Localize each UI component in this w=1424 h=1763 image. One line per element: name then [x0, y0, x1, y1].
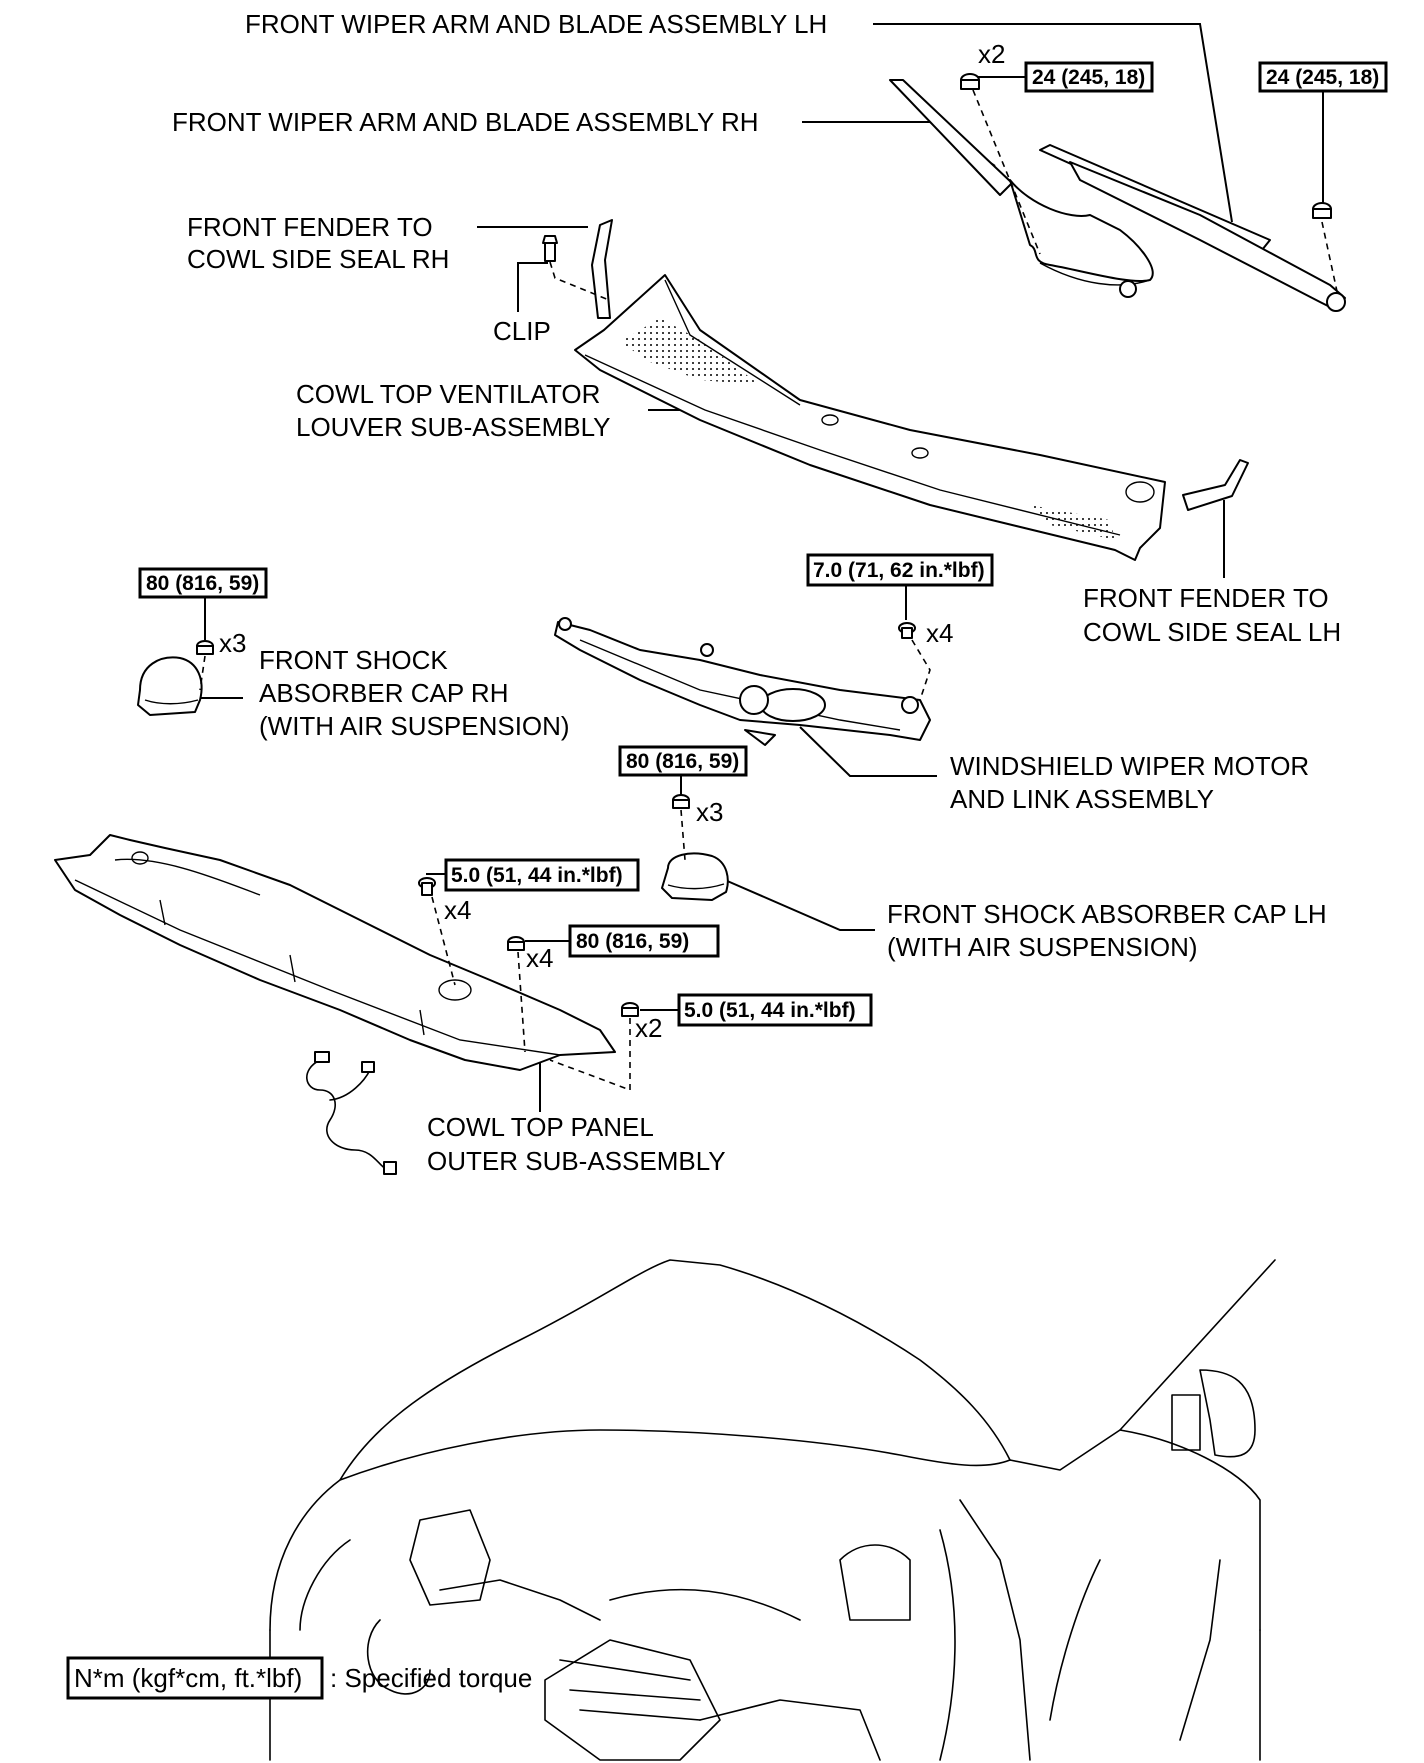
nut-shock-rh — [196, 640, 214, 655]
torque-value-wiper-motor: 7.0 (71, 62 in.*lbf) — [813, 559, 985, 582]
legend-unit: N*m (kgf*cm, ft.*lbf) — [74, 1663, 302, 1693]
label-shock-rh-line3: (WITH AIR SUSPENSION) — [259, 711, 570, 741]
torque-value-shock-lh: 80 (816, 59) — [626, 750, 739, 773]
torque-box-wiper-nut-a: 24 (245, 18) — [1024, 61, 1154, 93]
nut-wiper-b — [1312, 202, 1332, 219]
label-louver-line1: COWL TOP VENTILATOR — [296, 379, 600, 409]
label-shock-lh-line2: (WITH AIR SUSPENSION) — [887, 932, 1198, 962]
wire-harness-drawing — [306, 1051, 397, 1175]
cowl-panel-drawing — [54, 834, 616, 1071]
label-shock-rh-line2: ABSORBER CAP RH — [259, 678, 508, 708]
nut-cowl-5 — [621, 1002, 639, 1017]
qty-wiper-nut: x2 — [978, 39, 1005, 69]
wiper-arm-rh-drawing — [889, 79, 1154, 298]
torque-box-cowl-nut-80: 80 (816, 59) — [568, 924, 720, 958]
torque-value-wiper-nut-b: 24 (245, 18) — [1266, 66, 1379, 89]
dash-clip — [549, 261, 610, 301]
leader-wiper-motor — [799, 726, 937, 777]
label-fender-seal-lh-line1: FRONT FENDER TO — [1083, 583, 1329, 613]
dash-cowl-nut-80 — [517, 951, 526, 1053]
torque-value-cowl-nut-80: 80 (816, 59) — [576, 930, 689, 953]
label-fender-seal-lh-line2: COWL SIDE SEAL LH — [1083, 617, 1341, 647]
label-wiper-motor-line2: AND LINK ASSEMBLY — [950, 784, 1214, 814]
torque-box-wiper-motor: 7.0 (71, 62 in.*lbf) — [806, 553, 994, 587]
nut-wiper-a — [960, 73, 980, 90]
label-fender-seal-rh-line2: COWL SIDE SEAL RH — [187, 244, 449, 274]
legend-box — [66, 1656, 324, 1700]
torque-value-cowl-bolt: 5.0 (51, 44 in.*lbf) — [451, 864, 623, 887]
wiper-arm-lh-drawing — [1039, 144, 1346, 312]
torque-legend: N*m (kgf*cm, ft.*lbf) : Specified torque — [66, 1656, 532, 1700]
wiper-motor-drawing — [554, 617, 931, 746]
torque-box-shock-lh: 80 (816, 59) — [618, 745, 748, 777]
qty-cowl-bolt: x4 — [444, 895, 471, 925]
cowl-louver-drawing — [574, 274, 1166, 561]
torque-value-shock-rh: 80 (816, 59) — [146, 572, 259, 595]
label-louver-line2: LOUVER SUB-ASSEMBLY — [296, 412, 611, 442]
dash-cowl-nut-5 — [549, 1018, 631, 1092]
torque-value-cowl-nut-5: 5.0 (51, 44 in.*lbf) — [684, 999, 856, 1022]
shock-cap-rh-drawing — [137, 656, 203, 716]
torque-box-shock-rh: 80 (816, 59) — [138, 567, 268, 599]
qty-shock-rh: x3 — [219, 628, 246, 658]
dash-wiper-nut-b — [1321, 221, 1339, 297]
fender-seal-rh-drawing — [591, 219, 613, 319]
dash-shock-lh — [680, 809, 686, 861]
dash-wiper-motor — [911, 639, 931, 701]
nut-shock-lh — [672, 794, 690, 809]
fender-seal-lh-drawing — [1182, 459, 1249, 511]
torque-box-wiper-nut-b: 24 (245, 18) — [1258, 61, 1388, 93]
label-cowl-panel-line1: COWL TOP PANEL — [427, 1112, 654, 1142]
dash-wiper-nut-a — [972, 89, 1041, 255]
qty-cowl-nut-5: x2 — [635, 1013, 662, 1043]
label-shock-rh-line1: FRONT SHOCK — [259, 645, 448, 675]
torque-box-cowl-nut-5: 5.0 (51, 44 in.*lbf) — [677, 993, 873, 1027]
dash-cowl-bolt — [431, 896, 456, 986]
shock-cap-lh-drawing — [661, 852, 729, 901]
bolt-wiper-motor — [898, 622, 916, 639]
qty-shock-lh: x3 — [696, 797, 723, 827]
torque-value-wiper-nut-a: 24 (245, 18) — [1032, 66, 1145, 89]
qty-cowl-nut-80: x4 — [526, 943, 553, 973]
clip-drawing — [542, 235, 558, 262]
label-fender-seal-rh-line1: FRONT FENDER TO — [187, 212, 433, 242]
label-wiper-motor-line1: WINDSHIELD WIPER MOTOR — [950, 751, 1309, 781]
qty-wiper-motor: x4 — [926, 618, 953, 648]
dash-shock-rh — [199, 655, 206, 691]
label-wiper-rh: FRONT WIPER ARM AND BLADE ASSEMBLY RH — [172, 107, 759, 137]
leader-wiper-lh — [873, 23, 1233, 223]
label-wiper-lh: FRONT WIPER ARM AND BLADE ASSEMBLY LH — [245, 9, 827, 39]
leader-clip — [517, 262, 548, 312]
legend-description: : Specified torque — [330, 1663, 532, 1693]
torque-box-cowl-bolt: 5.0 (51, 44 in.*lbf) — [444, 858, 640, 892]
bolt-cowl — [418, 877, 436, 896]
leader-shock-lh — [724, 879, 875, 931]
label-shock-lh-line1: FRONT SHOCK ABSORBER CAP LH — [887, 899, 1327, 929]
nut-cowl-80 — [507, 936, 525, 951]
label-clip: CLIP — [493, 316, 551, 346]
label-cowl-panel-line2: OUTER SUB-ASSEMBLY — [427, 1146, 726, 1176]
